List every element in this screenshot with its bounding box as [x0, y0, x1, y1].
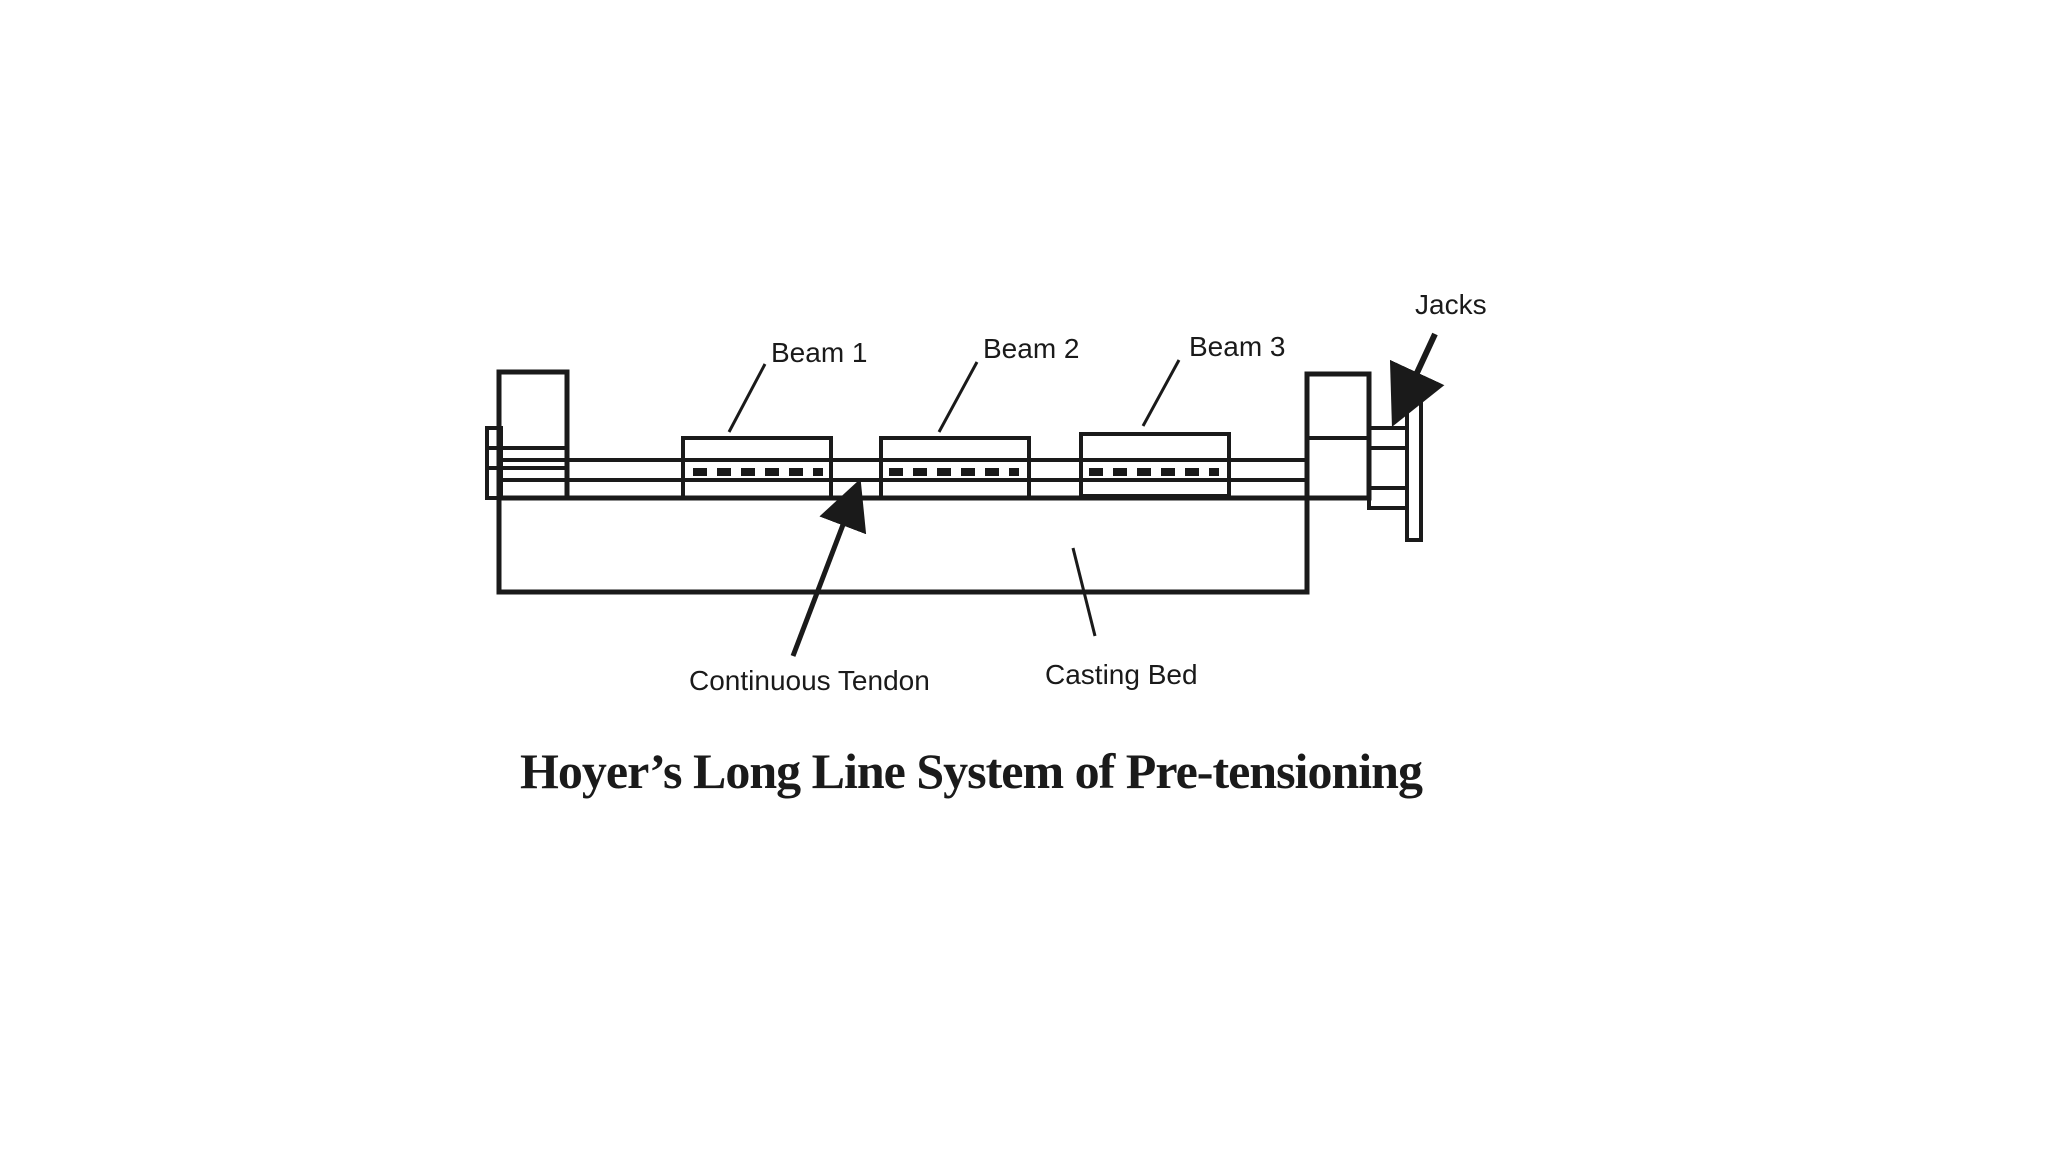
beam-1-leader	[727, 363, 767, 433]
diagram-caption: Hoyer’s Long Line System of Pre-tensioni…	[520, 743, 1423, 799]
beam-3-leader	[1141, 359, 1181, 427]
beam-1	[681, 436, 833, 500]
casting-bed-label: Casting Bed	[1045, 659, 1198, 690]
jacks-arrow	[1389, 332, 1445, 427]
continuous-tendon-label: Continuous Tendon	[689, 665, 930, 696]
casting-bed-leader	[1071, 547, 1097, 637]
jack-upper	[1367, 426, 1409, 450]
jack-plate	[1405, 394, 1423, 542]
jacks-label: Jacks	[1415, 289, 1487, 320]
jack-lower	[1367, 486, 1409, 510]
beam-3-label: Beam 3	[1189, 331, 1286, 362]
left-anchor-plate	[485, 426, 503, 500]
beam-2	[879, 436, 1031, 500]
casting-bed	[496, 495, 1310, 595]
beam-2-label: Beam 2	[983, 333, 1080, 364]
beam-2-leader	[937, 361, 979, 433]
beam-1-label: Beam 1	[771, 337, 868, 368]
continuous-tendon-arrow	[790, 478, 867, 657]
beam-3	[1079, 432, 1231, 498]
